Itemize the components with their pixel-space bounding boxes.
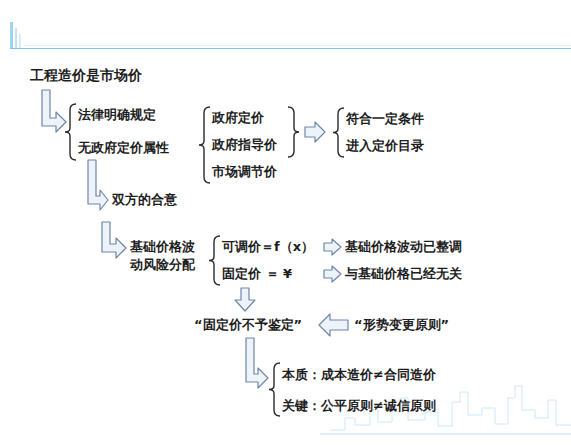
curly-brace (65, 104, 76, 160)
header-ornament (10, 22, 571, 49)
diagram-label: 与基础价格已经无关 (345, 265, 462, 283)
diagram-label: 政府指导价 (212, 136, 277, 154)
diagram-label: 符合一定条件 (346, 110, 424, 128)
diagram-label: 本质：成本造价≠合同造价 (282, 366, 436, 384)
diagram-label: 可调价＝f（x） (222, 238, 314, 256)
hollow-arrow (88, 160, 108, 210)
curly-brace (288, 107, 299, 157)
curly-brace (269, 363, 280, 416)
hollow-arrow (42, 90, 66, 132)
curly-brace (333, 108, 344, 157)
hollow-arrow (102, 222, 126, 258)
diagram-label: 双方的合意 (112, 191, 177, 209)
hollow-arrow (324, 266, 341, 282)
diagram-label: 固定价 ＝ ¥ (222, 265, 292, 283)
diagram-label: 基础价格波动已整调 (345, 238, 462, 256)
diagram-title: 工程造价是市场价 (30, 66, 142, 84)
diagram-label: 基础价格波 动风险分配 (130, 238, 202, 274)
hollow-arrow (235, 288, 255, 311)
hollow-arrow (305, 122, 325, 142)
diagram-label: 进入定价目录 (346, 137, 424, 155)
diagram-label: 法律明确规定 (78, 106, 156, 124)
hollow-arrow (319, 314, 348, 336)
hollow-arrow (324, 239, 341, 255)
diagram-label: “形势变更原则” (354, 316, 449, 334)
curly-brace (209, 236, 220, 285)
hollow-arrow (246, 338, 268, 388)
diagram-label: “固定价不予鉴定” (194, 316, 302, 334)
diagram-label: 政府定价 (212, 109, 264, 127)
curly-brace (199, 107, 210, 183)
diagram-label: 市场调节价 (212, 163, 277, 181)
diagram-label: 关键：公平原则≠诚信原则 (282, 397, 436, 415)
diagram-label: 无政府定价属性 (78, 139, 169, 157)
